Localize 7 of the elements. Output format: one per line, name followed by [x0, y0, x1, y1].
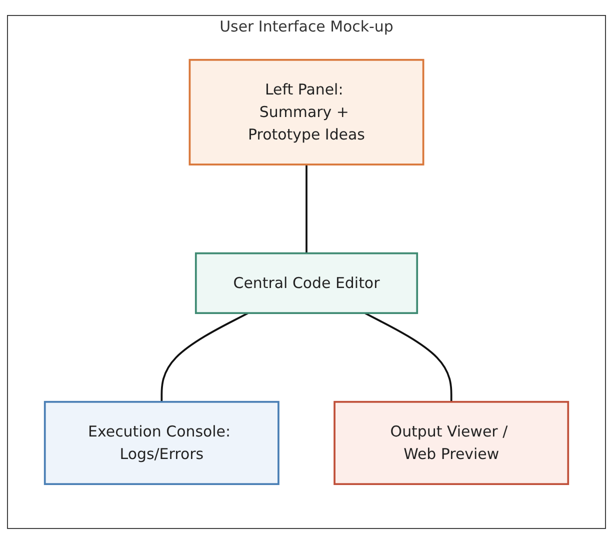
node-box: [188, 58, 424, 166]
node-box: [194, 252, 418, 314]
connector: [306, 164, 308, 254]
connector: [364, 312, 452, 402]
node-box: [44, 400, 280, 486]
node-box: [334, 400, 570, 486]
connector: [160, 312, 249, 402]
